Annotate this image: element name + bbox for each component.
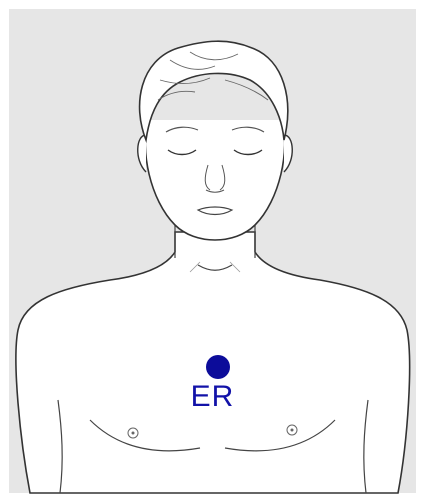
head-outline [145,120,284,240]
left-ear [138,135,146,172]
er-marker-dot [206,355,230,379]
er-marker-label: ER [0,382,425,412]
right-ear [284,135,292,172]
